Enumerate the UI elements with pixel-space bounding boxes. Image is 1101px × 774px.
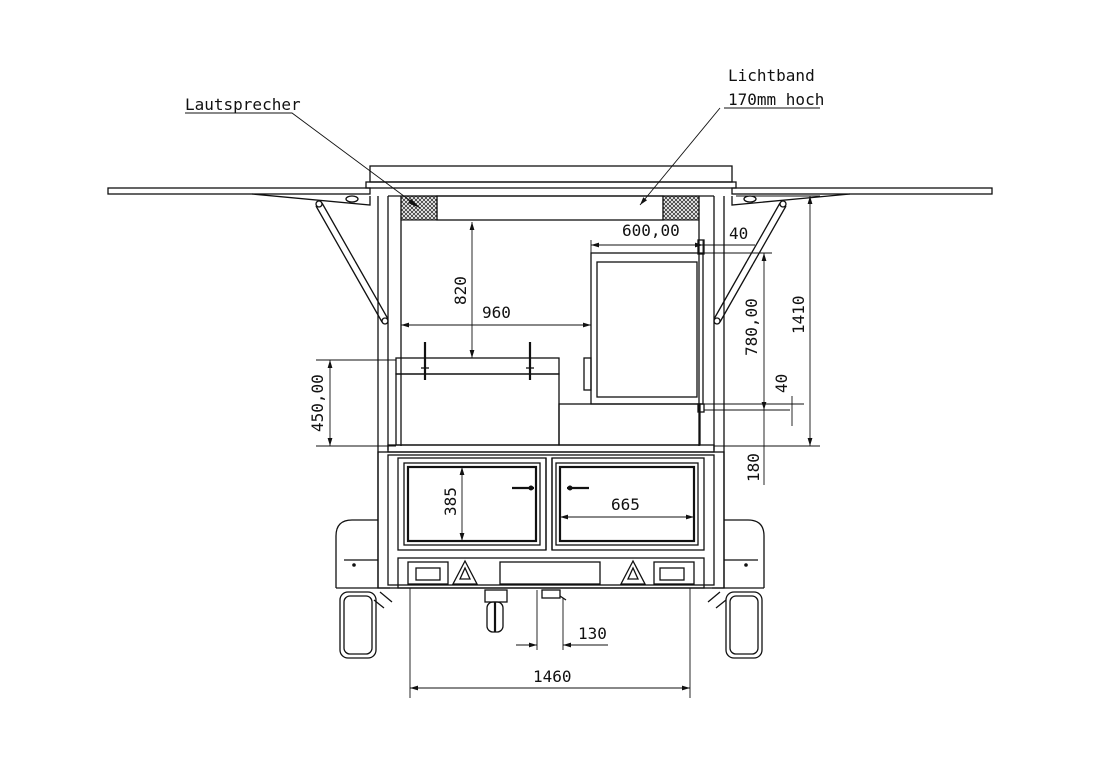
label-speaker: Lautsprecher [185,95,301,114]
dim-40-mid-text: 40 [772,374,791,393]
label-lightband-line2: 170mm hoch [728,90,824,109]
roof [365,165,737,189]
label-lightband-line1: Lichtband [728,66,815,85]
left-flap [107,187,371,206]
dim-180-text: 180 [744,453,763,482]
fridge [583,239,705,413]
dim-130 [516,590,608,650]
dim-600-text: 600,00 [622,221,680,240]
dim-40-top [698,244,772,254]
dim-960-text: 960 [482,303,511,322]
left-gas-strut [315,200,389,325]
dim-1410 [714,195,820,447]
rear-bumper [397,557,705,589]
right-flap [731,187,993,206]
lightband [436,195,664,221]
leader-lightband [639,107,820,206]
dim-665-text: 665 [611,495,640,514]
left-wheel [335,519,390,659]
jockey-wheel [484,589,567,633]
dim-450-text: 450,00 [308,374,327,432]
dim-780 [704,253,790,411]
body-frame [377,195,725,589]
left-lower-door [397,457,547,551]
dim-1460 [409,588,691,698]
leader-speaker [185,112,421,209]
right-wheel [712,519,765,659]
dim-1460-text: 1460 [533,667,572,686]
dim-1410-text: 1410 [789,295,808,334]
right-speaker [662,195,700,221]
dim-385-text: 385 [441,487,460,516]
dim-40-top-text: 40 [729,224,748,243]
right-lower-door [551,457,705,551]
dim-820-text: 820 [451,276,470,305]
dim-600 [590,240,704,253]
cooler-box [395,342,701,446]
dim-130-text: 130 [578,624,607,643]
dim-40-mid [704,396,804,426]
left-speaker [400,195,438,221]
dim-450 [316,359,396,447]
dim-780-text: 780,00 [742,298,761,356]
